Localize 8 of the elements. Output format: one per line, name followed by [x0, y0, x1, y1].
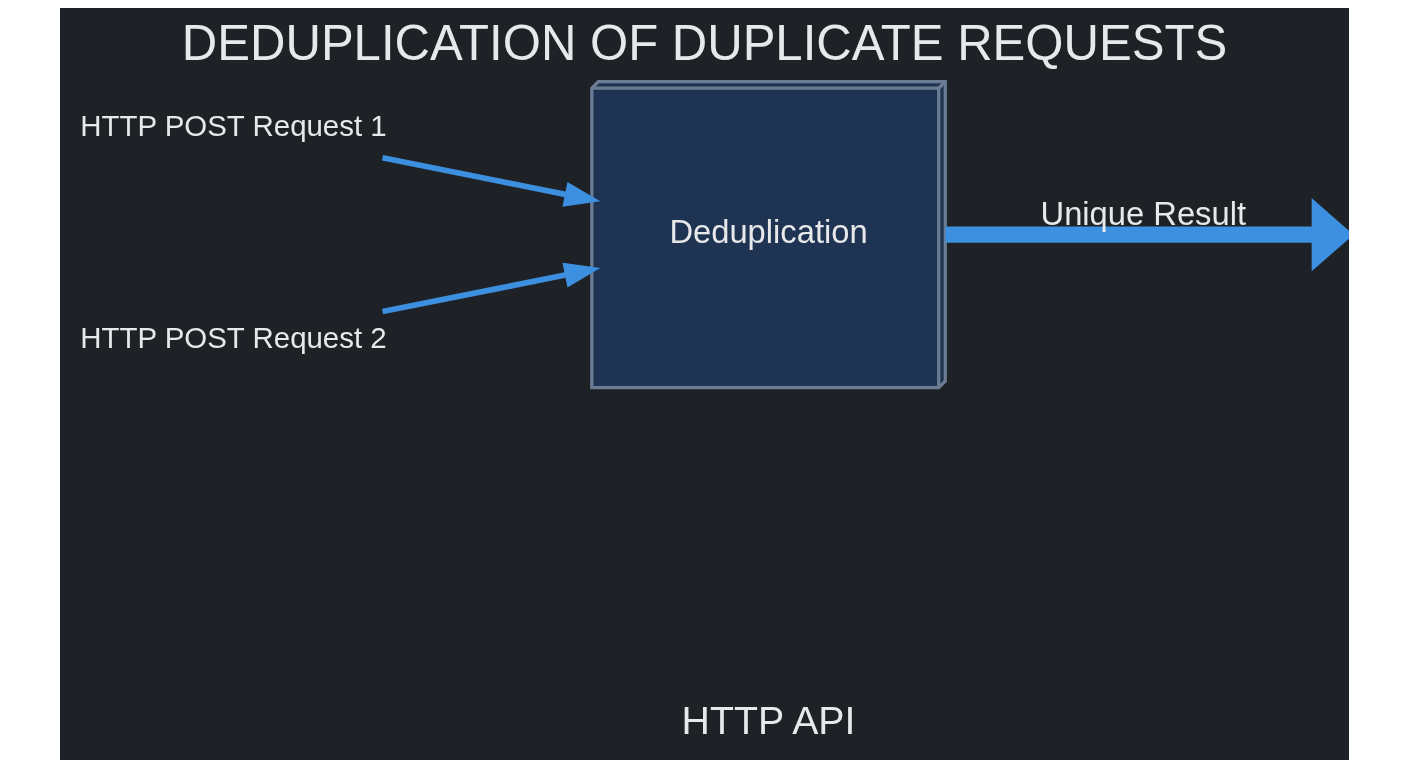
edge-label: Unique Result: [1040, 194, 1246, 232]
node-text: HTTP POST Request 1: [79, 108, 387, 142]
node-text: HTTP POST Request 2: [79, 321, 387, 355]
arrow: [944, 198, 1349, 272]
caption: HTTP API: [681, 698, 855, 743]
diagram-title: DEDUPLICATION OF DUPLICATE REQUESTS: [181, 16, 1227, 71]
arrow: [381, 262, 600, 315]
arrow: [381, 155, 600, 207]
